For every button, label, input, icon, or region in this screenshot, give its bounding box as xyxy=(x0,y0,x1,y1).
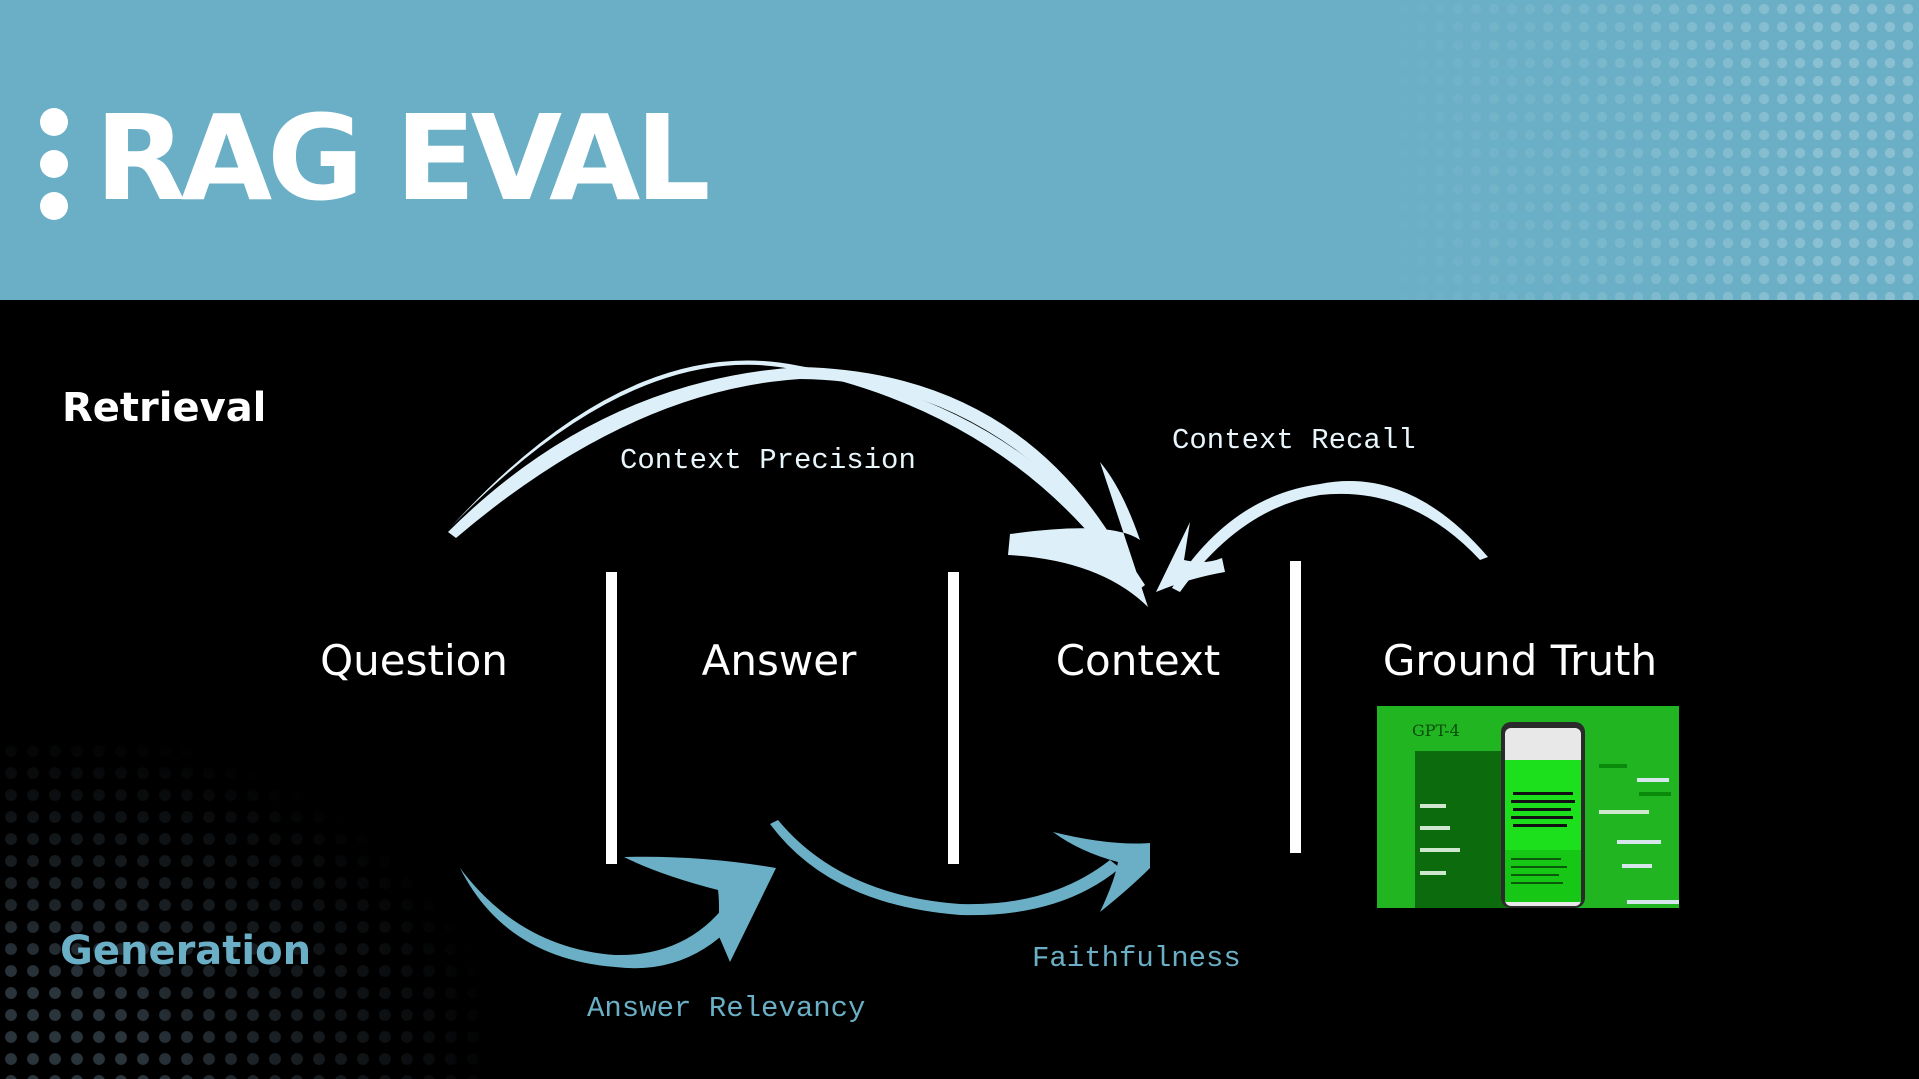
retrieval-label: Retrieval xyxy=(62,385,267,431)
metric-faithfulness: Faithfulness xyxy=(1032,942,1241,975)
corner-dot-pattern xyxy=(0,740,480,1079)
ground-truth-image: GPT-4 xyxy=(1377,706,1679,908)
generation-label: Generation xyxy=(60,928,312,974)
faithfulness-arrow xyxy=(770,820,1150,916)
phone-photo-illustration: GPT-4 xyxy=(1377,706,1679,908)
metric-answer-relevancy: Answer Relevancy xyxy=(587,992,866,1025)
divider-context-groundtruth xyxy=(1290,561,1301,853)
term-question: Question xyxy=(320,636,508,685)
metric-context-precision: Context Precision xyxy=(620,444,916,477)
header-dot-pattern xyxy=(1359,0,1919,300)
term-answer: Answer xyxy=(701,636,857,685)
context-recall-arrow xyxy=(1156,481,1488,592)
answer-relevancy-arrow xyxy=(460,856,776,969)
page-title: RAG EVAL xyxy=(95,89,711,227)
term-context: Context xyxy=(1055,636,1221,685)
metric-context-recall: Context Recall xyxy=(1172,424,1416,457)
context-precision-arrow xyxy=(448,360,1148,607)
divider-answer-context xyxy=(948,572,959,864)
gpt4-caption: GPT-4 xyxy=(1412,721,1460,740)
logo-dots-icon xyxy=(40,108,70,220)
header-banner: RAG EVAL xyxy=(0,0,1919,300)
divider-question-answer xyxy=(606,572,617,864)
term-ground-truth: Ground Truth xyxy=(1382,636,1658,685)
